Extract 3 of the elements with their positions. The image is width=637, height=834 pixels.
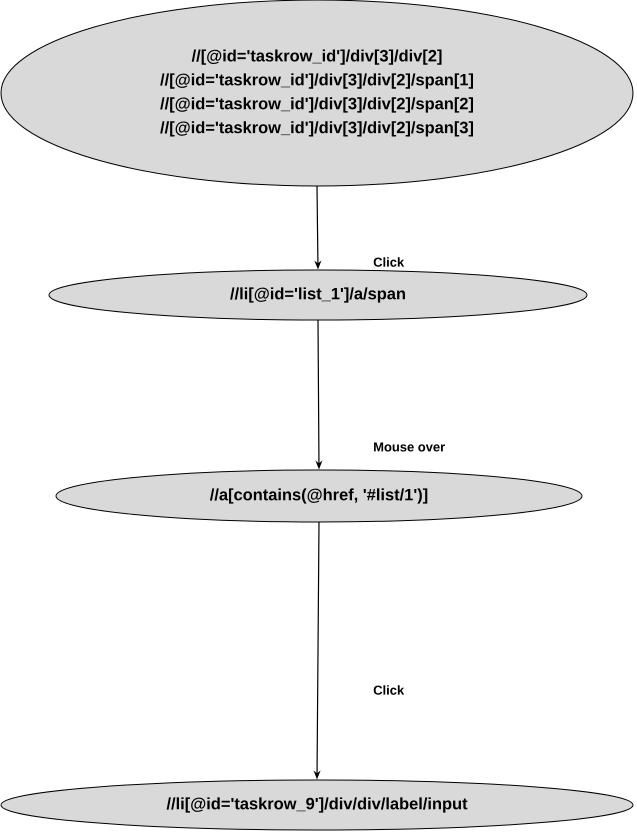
- edge-label: Click: [374, 685, 404, 695]
- edge-label: Mouse over: [374, 442, 445, 452]
- edge-label: Click: [374, 257, 404, 267]
